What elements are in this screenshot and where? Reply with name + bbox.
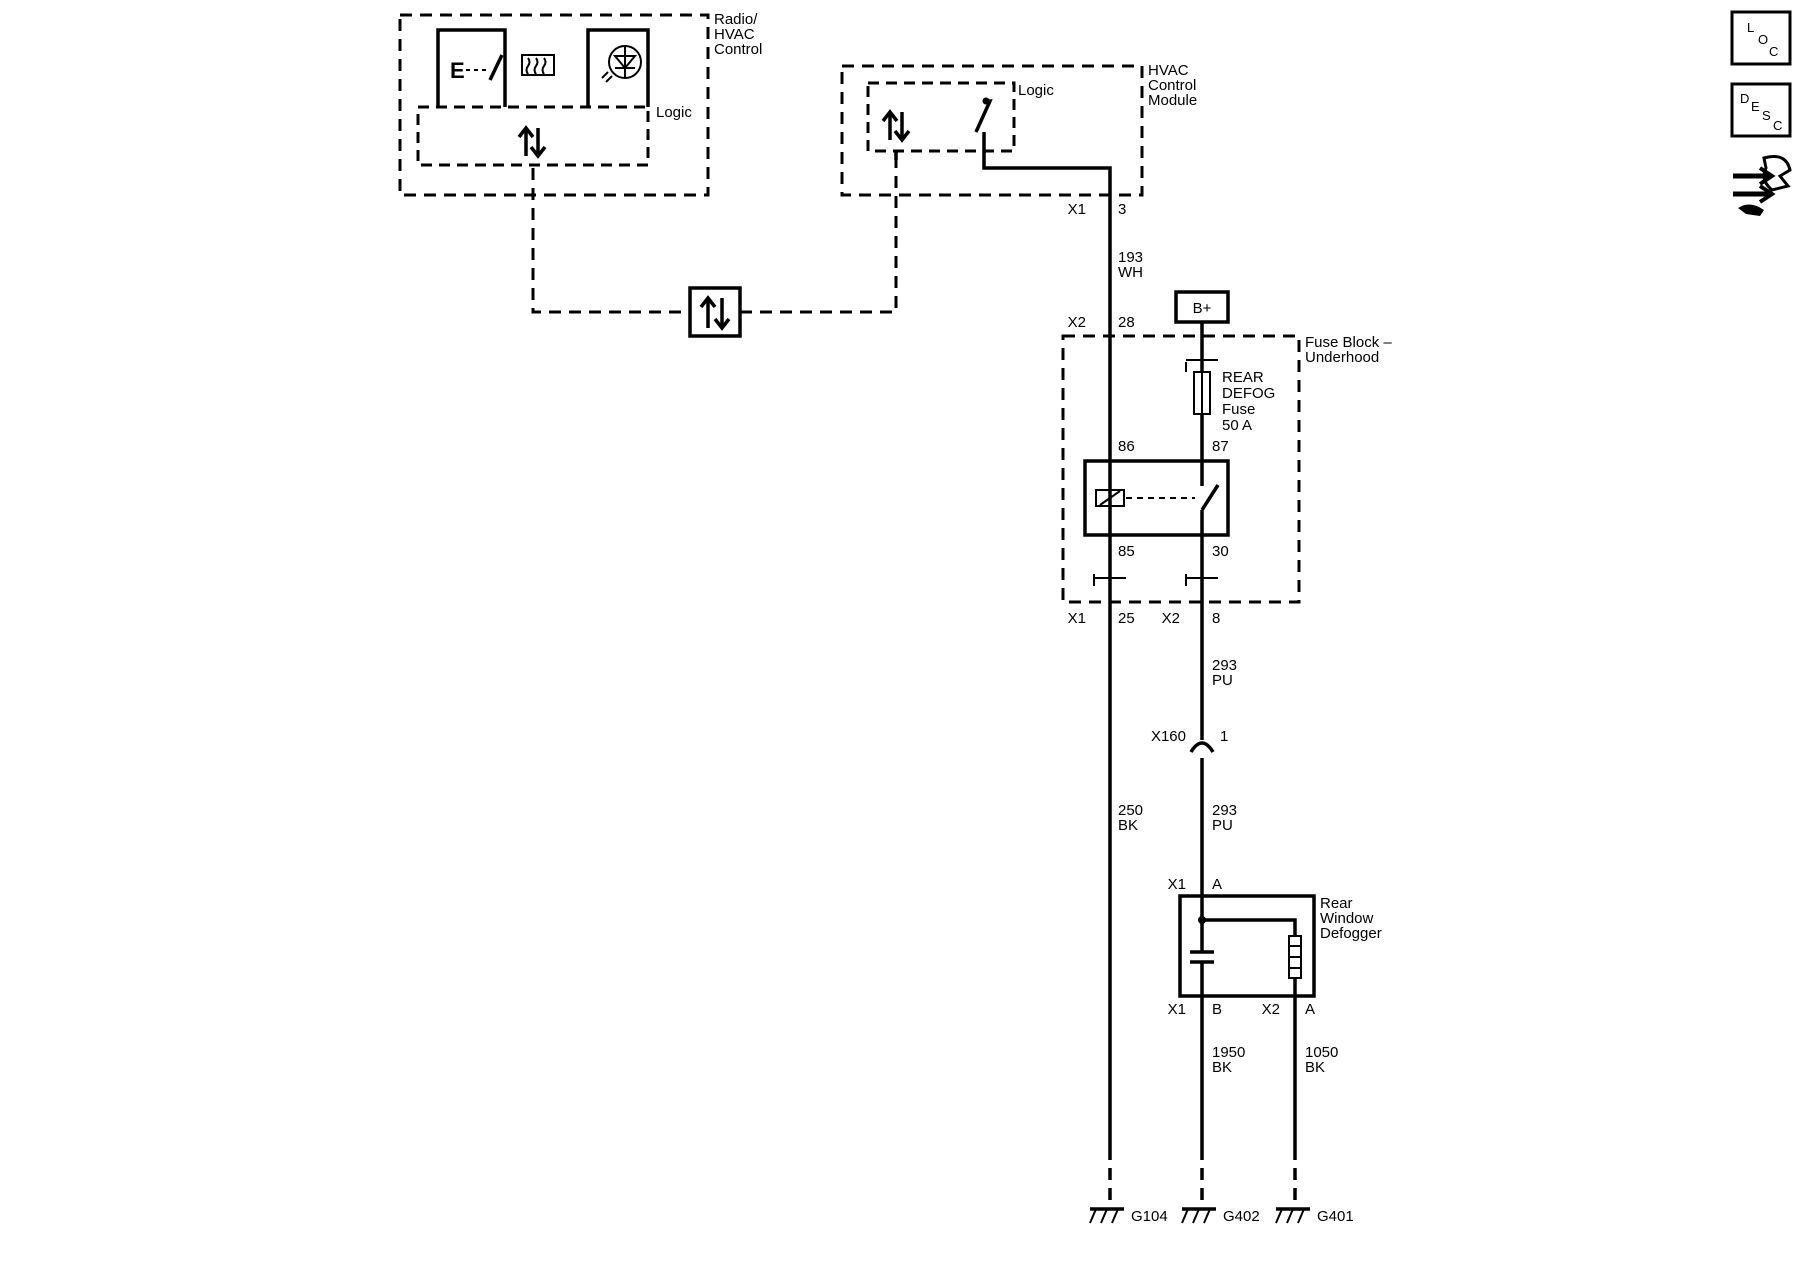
rear-defog-fuse xyxy=(1193,371,1211,415)
wire-193-color: WH xyxy=(1118,264,1143,281)
svg-text:O: O xyxy=(1758,32,1768,47)
svg-text:Control: Control xyxy=(714,41,762,58)
svg-text:A: A xyxy=(1212,876,1222,893)
svg-text:Fuse: Fuse xyxy=(1222,401,1255,418)
svg-text:PU: PU xyxy=(1212,817,1233,834)
svg-text:Control: Control xyxy=(1148,77,1196,94)
svg-text:DEFOG: DEFOG xyxy=(1222,385,1275,402)
svg-text:25: 25 xyxy=(1118,610,1135,627)
location-button[interactable]: L O C xyxy=(1730,10,1792,66)
data-communication-icon xyxy=(517,125,547,159)
svg-text:50 A: 50 A xyxy=(1222,417,1252,434)
hvac-control-module: HVAC Control Module Logic xyxy=(840,62,1197,197)
wire-193-circuit: 193 xyxy=(1118,249,1143,266)
battery-positive: B+ xyxy=(1174,290,1230,336)
svg-text:B: B xyxy=(1212,1001,1222,1018)
svg-text:Module: Module xyxy=(1148,92,1197,109)
svg-text:A: A xyxy=(1305,1001,1315,1018)
svg-text:86: 86 xyxy=(1118,438,1135,455)
hvac-module-label: HVAC xyxy=(1148,62,1189,79)
svg-text:BK: BK xyxy=(1212,1059,1232,1076)
circuit-293 xyxy=(1189,602,1215,896)
arrows-wrench-icon xyxy=(1733,155,1792,216)
diagnostic-tools-button[interactable] xyxy=(1733,155,1792,217)
svg-text:3: 3 xyxy=(1118,201,1126,218)
wire-1050-circuit: 1050 xyxy=(1305,1044,1338,1061)
svg-text:PU: PU xyxy=(1212,672,1233,689)
svg-text:G401: G401 xyxy=(1317,1208,1354,1225)
capacitor-icon xyxy=(1190,950,1214,964)
wire-250-color: BK xyxy=(1118,817,1138,834)
svg-text:1: 1 xyxy=(1220,728,1228,745)
wire-1950-circuit: 1950 xyxy=(1212,1044,1245,1061)
svg-text:30: 30 xyxy=(1212,543,1229,560)
rear-defog-relay xyxy=(1083,459,1230,537)
svg-text:87: 87 xyxy=(1212,438,1229,455)
svg-text:BK: BK xyxy=(1305,1059,1325,1076)
indicator-led-icon xyxy=(601,45,642,83)
svg-text:293: 293 xyxy=(1212,802,1237,819)
svg-text:8: 8 xyxy=(1212,610,1220,627)
svg-text:C: C xyxy=(1773,118,1782,133)
rear-defog-icon xyxy=(521,54,555,76)
svg-text:G402: G402 xyxy=(1223,1208,1260,1225)
data-communication-icon-2 xyxy=(881,109,911,143)
svg-text:C: C xyxy=(1769,44,1778,59)
heating-grid-icon xyxy=(1288,935,1302,979)
serial-data-link xyxy=(531,160,898,338)
wire-293-circuit: 293 xyxy=(1212,657,1237,674)
svg-text:X1: X1 xyxy=(1068,610,1086,627)
svg-text:G104: G104 xyxy=(1131,1208,1168,1225)
svg-text:Underhood: Underhood xyxy=(1305,349,1379,366)
description-button[interactable]: D E S C xyxy=(1730,82,1792,138)
svg-text:28: 28 xyxy=(1118,314,1135,331)
radio-hvac-control-module: E Radio/ HVAC Control Logic xyxy=(398,11,762,197)
svg-text:X2: X2 xyxy=(1262,1001,1280,1018)
svg-text:Window: Window xyxy=(1320,910,1374,927)
serial-data-icon xyxy=(699,295,731,331)
svg-text:E: E xyxy=(1751,99,1760,114)
hvac-logic-label: Logic xyxy=(1018,82,1054,99)
svg-text:E: E xyxy=(450,58,465,83)
wire-250-circuit: 250 xyxy=(1118,802,1143,819)
svg-text:S: S xyxy=(1762,108,1771,123)
svg-text:85: 85 xyxy=(1118,543,1135,560)
svg-text:HVAC: HVAC xyxy=(714,26,755,43)
svg-text:X1: X1 xyxy=(1168,876,1186,893)
fuse-block-underhood: Fuse Block – Underhood REAR DEFOG Fuse 5… xyxy=(1061,334,1392,604)
inline-connector-x160: X160 xyxy=(1151,728,1186,745)
svg-text:L: L xyxy=(1747,20,1754,35)
svg-text:X2: X2 xyxy=(1068,314,1086,331)
fuse-label: REAR xyxy=(1222,369,1264,386)
svg-text:X1: X1 xyxy=(1068,201,1086,218)
circuit-1950-1050 xyxy=(1200,1012,1297,1205)
rear-window-defogger: Rear Window Defogger xyxy=(1178,894,1382,1012)
fuse-block-label: Fuse Block – xyxy=(1305,334,1392,351)
ground-g402: G402 xyxy=(1181,1207,1260,1225)
svg-text:D: D xyxy=(1740,91,1749,106)
svg-text:X1: X1 xyxy=(1168,1001,1186,1018)
ground-g401: G401 xyxy=(1275,1207,1354,1225)
radio-logic-label: Logic xyxy=(656,104,692,121)
svg-text:X2: X2 xyxy=(1162,610,1180,627)
svg-text:Defogger: Defogger xyxy=(1320,925,1382,942)
radio-hvac-label: Radio/ xyxy=(714,11,758,28)
defogger-label: Rear xyxy=(1320,895,1353,912)
svg-text:B+: B+ xyxy=(1193,300,1212,317)
ground-g104: G104 xyxy=(1089,1207,1168,1225)
